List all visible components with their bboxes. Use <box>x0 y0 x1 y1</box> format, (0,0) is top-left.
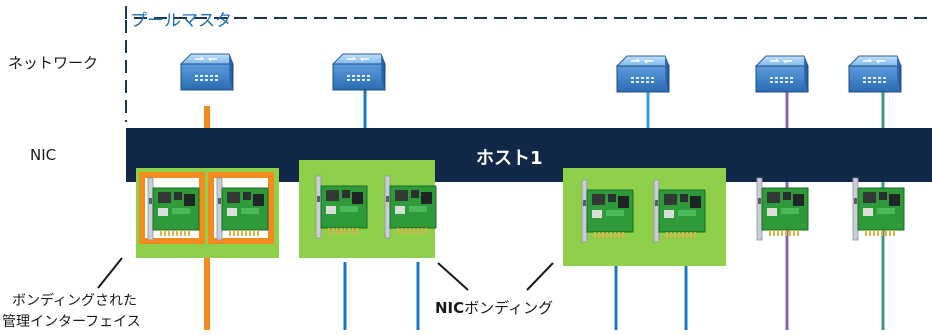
network-switch-icon <box>848 55 902 93</box>
nic-bonding-label: NICボンディング <box>435 297 553 318</box>
pointer-bond2 <box>526 262 554 291</box>
bonded-management-label-line1: ボンディングされた <box>12 293 138 309</box>
bonded-management-label-line2: 管理インターフェイス <box>2 314 141 330</box>
network-label: ネットワーク <box>8 54 99 72</box>
network-switch-icon <box>616 55 670 93</box>
pool-master-border <box>125 6 932 19</box>
host-label: ホスト1 <box>476 148 543 169</box>
nic-bonding-label-prefix: NIC <box>435 299 465 317</box>
network-switch-icon <box>180 53 234 91</box>
pointer-mgmt <box>97 257 123 289</box>
nic-card-icon <box>852 177 905 241</box>
nic-bonding-label-suffix: ボンディング <box>464 299 554 317</box>
network-switch-icon <box>755 55 809 93</box>
pool-master-label: プールマスタ <box>130 11 232 31</box>
network-switch-icon <box>332 53 386 91</box>
nic-label: NIC <box>30 146 57 164</box>
nic-card-icon <box>756 177 809 241</box>
pointer-bond1 <box>437 262 469 291</box>
